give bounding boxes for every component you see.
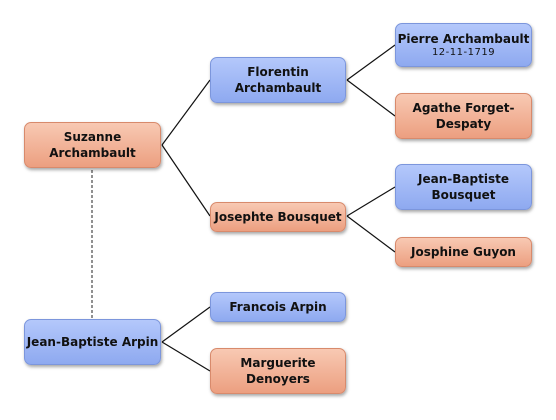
link-jbarpin-marguerite <box>161 341 211 372</box>
person-name: Pierre Archambault <box>397 32 530 46</box>
person-name: Suzanne Archambault <box>49 130 136 160</box>
person-name: Jean-Baptiste Bousquet <box>418 172 509 202</box>
person-josephte-bousquet[interactable]: Josephte Bousquet <box>210 202 346 232</box>
person-name: Jean-Baptiste Arpin <box>26 335 159 349</box>
person-marguerite-denoyers[interactable]: Marguerite Denoyers <box>210 348 346 394</box>
link-jbarpin-francois <box>161 306 211 343</box>
person-name: Agathe Forget-Despaty <box>412 101 515 131</box>
person-name: Josephte Bousquet <box>214 210 342 224</box>
link-florentin-agathe <box>346 79 396 117</box>
person-josphine-guyon[interactable]: Josphine Guyon <box>395 237 532 267</box>
person-francois-arpin[interactable]: Francois Arpin <box>210 292 346 322</box>
link-suzanne-florentin <box>161 79 211 146</box>
person-agathe-forget-despaty[interactable]: Agathe Forget-Despaty <box>395 93 532 139</box>
link-josephte-josphine <box>346 215 396 253</box>
person-pierre-archambault[interactable]: Pierre Archambault 12-11-1719 <box>395 23 532 67</box>
link-florentin-pierre <box>346 44 396 81</box>
person-suzanne-archambault[interactable]: Suzanne Archambault <box>24 122 161 168</box>
person-name: Josphine Guyon <box>411 245 516 259</box>
person-name: Florentin Archambault <box>234 65 322 95</box>
person-name: Marguerite Denoyers <box>240 356 316 386</box>
person-date: 12-11-1719 <box>431 47 496 58</box>
link-josephte-jbbousquet <box>346 186 396 217</box>
link-suzanne-josephte <box>161 144 211 217</box>
person-jean-baptiste-bousquet[interactable]: Jean-Baptiste Bousquet <box>395 164 532 210</box>
person-name: Francois Arpin <box>229 300 327 314</box>
person-jean-baptiste-arpin[interactable]: Jean-Baptiste Arpin <box>24 319 161 365</box>
person-florentin-archambault[interactable]: Florentin Archambault <box>210 57 346 103</box>
